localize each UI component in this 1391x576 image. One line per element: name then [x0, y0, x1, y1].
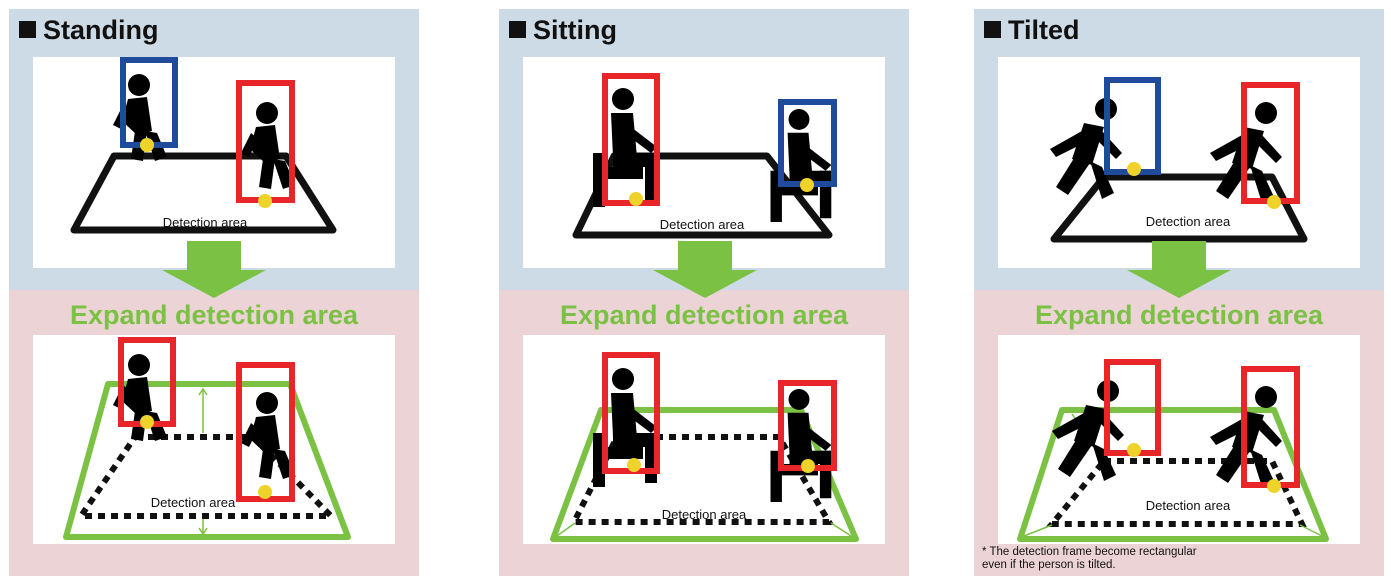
original-detection-area — [569, 434, 835, 525]
tilted-illustration: Detection area Detection area — [998, 57, 1360, 544]
panel-tilted: Tilted Detection area — [974, 9, 1384, 576]
top-illustration-box — [33, 57, 395, 268]
bullet-square-icon — [509, 21, 526, 38]
original-detection-area — [1045, 458, 1307, 527]
panel-title: Sitting — [509, 15, 617, 46]
standing-illustration: Detection area Detection area — [33, 57, 395, 544]
footnote: * The detection frame become rectangular… — [982, 546, 1197, 571]
detection-area-label: Detection area — [163, 215, 248, 230]
detection-area-outline — [70, 152, 337, 234]
detection-area-label: Detection area — [660, 217, 745, 232]
panel-title: Tilted — [984, 15, 1080, 46]
original-detection-area — [75, 434, 339, 519]
detection-area-label: Detection area — [1146, 498, 1231, 513]
expanded-detection-area — [1017, 407, 1329, 542]
panel-title: Standing — [19, 15, 159, 46]
panel-sitting: Sitting Detection area — [499, 9, 909, 576]
foot-point-icon — [1127, 162, 1141, 176]
foot-point-icon — [140, 138, 154, 152]
detection-area-outline — [572, 152, 833, 239]
foot-point-icon — [801, 459, 815, 473]
expand-detection-area-label: Expand detection area — [69, 300, 359, 330]
expand-detection-area-label: Expand detection area — [559, 300, 849, 330]
expanded-detection-area — [63, 381, 351, 540]
detection-area-label: Detection area — [1146, 214, 1231, 229]
foot-point-icon — [1267, 195, 1281, 209]
foot-point-icon — [1127, 443, 1141, 457]
foot-point-icon — [629, 192, 643, 206]
detection-frame-detected — [236, 362, 295, 502]
foot-point-icon — [627, 458, 641, 472]
foot-point-icon — [258, 485, 272, 499]
bullet-square-icon — [984, 21, 1001, 38]
foot-point-icon — [800, 178, 814, 192]
down-arrow-icon — [653, 241, 757, 298]
foot-point-icon — [258, 194, 272, 208]
bullet-square-icon — [19, 21, 36, 38]
expand-detection-area-label: Expand detection area — [1034, 300, 1324, 330]
detection-area-outline — [1050, 173, 1308, 243]
expanded-detection-area — [550, 407, 859, 542]
panel-standing: Standing Detection area — [9, 9, 419, 576]
sitting-illustration: Detection area Detection area — [523, 57, 885, 544]
down-arrow-icon — [162, 241, 266, 298]
detection-area-label: Detection area — [662, 507, 747, 522]
foot-point-icon — [140, 415, 154, 429]
detection-area-label: Detection area — [151, 495, 236, 510]
foot-point-icon — [1267, 479, 1281, 493]
down-arrow-icon — [1127, 241, 1231, 298]
